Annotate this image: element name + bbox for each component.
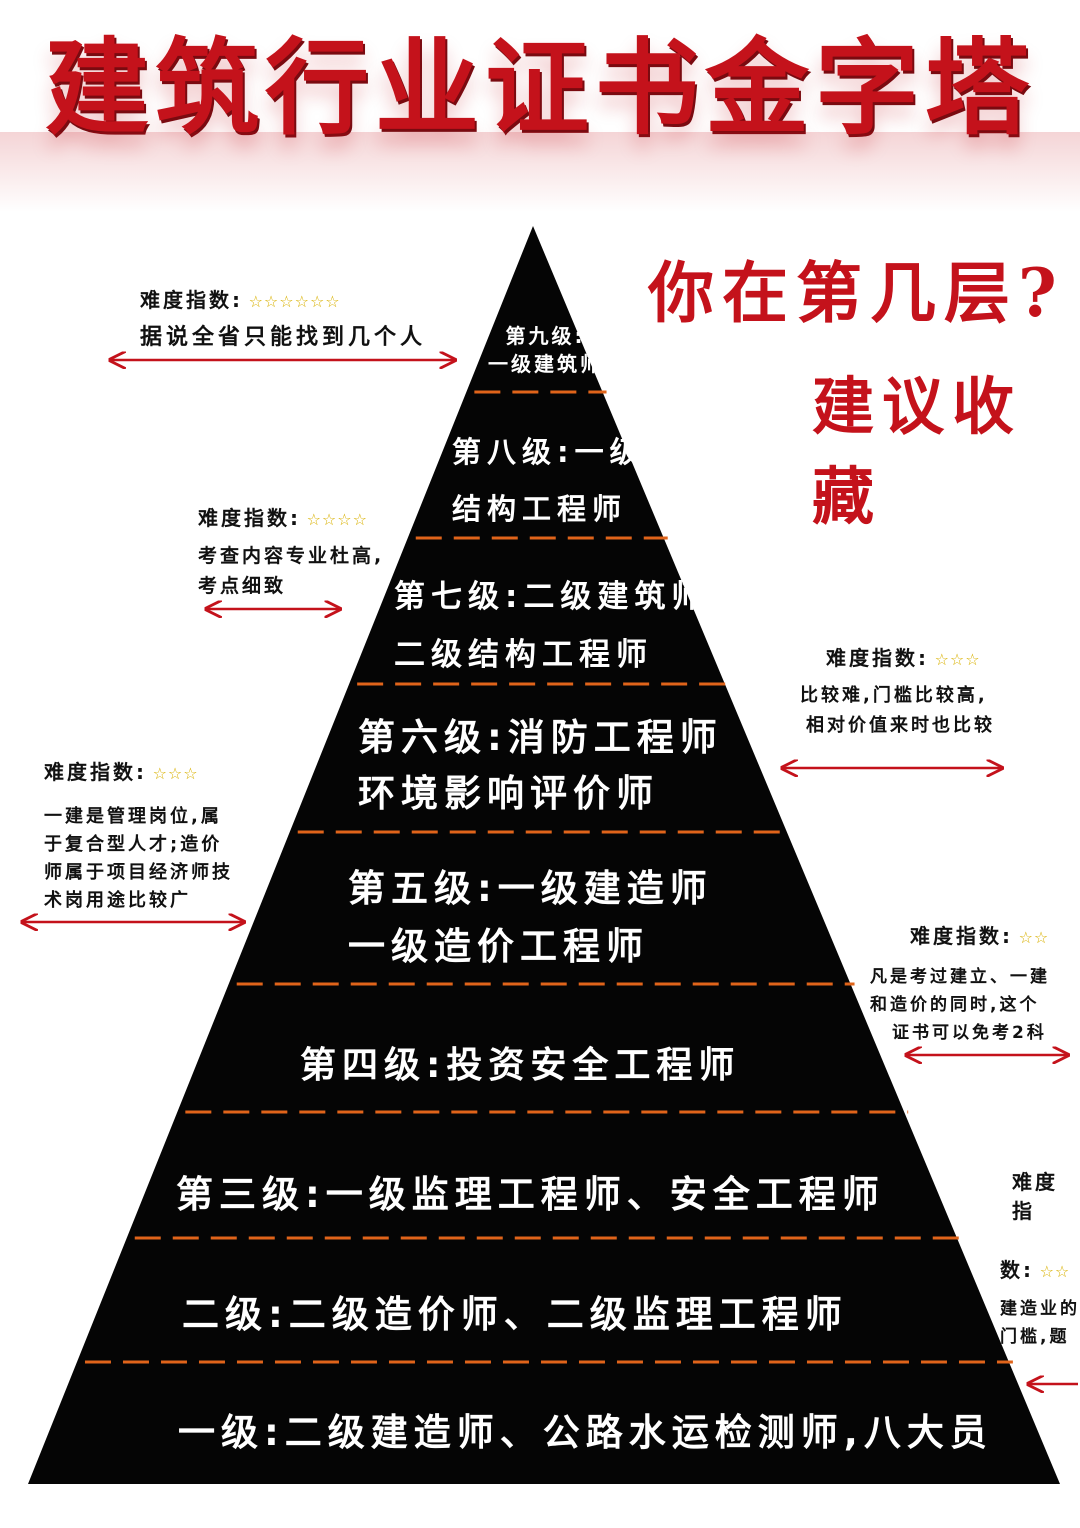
note-desc-line: 术岗用途比较广 (44, 890, 191, 911)
subtitle: 你在第几层? (648, 254, 1065, 332)
level-8-line-2: 结构工程师 (452, 492, 628, 526)
level-1-line-1: 一级:二级建造师、公路水运检测师,八大员 (178, 1411, 993, 1454)
level-5-label: 第五级:一级建造师 一级造价工程师 (348, 860, 713, 976)
level-1-label: 一级:二级建造师、公路水运检测师,八大员 (178, 1402, 993, 1456)
level-9-line-2: 一级建筑师 (488, 352, 603, 376)
level-6-label: 第六级:消防工程师 环境影响评价师 (358, 710, 723, 822)
level-7-label: 第七级:二级建筑师 二级结构工程师 (394, 568, 708, 684)
level-5-line-1: 第五级:一级建造师 (348, 867, 713, 910)
level-4-label: 第四级:投资安全工程师 (300, 1036, 740, 1088)
difficulty-label-cont: 数: (1000, 1258, 1034, 1282)
level-8-label: 第八级:一级 结构工程师 (452, 424, 645, 538)
note-desc-line: 一建是管理岗位,属 (44, 806, 222, 827)
note-desc-line: 凡是考过建立、一建 (870, 967, 1050, 987)
note-desc-line: 相对价值来时也比较 (806, 715, 995, 736)
level-2-label: 二级:二级造价师、二级监理工程师 (182, 1284, 848, 1338)
difficulty-label: 难度指 (1012, 1170, 1058, 1223)
level-9-label: 第九级: 一级建筑师 (488, 322, 603, 378)
difficulty-label: 难度指数: (140, 288, 243, 312)
difficulty-stars: ☆☆☆☆ (306, 510, 368, 529)
level-3-label: 第三级:一级监理工程师、安全工程师 (176, 1164, 885, 1218)
difficulty-label: 难度指数: (826, 646, 929, 670)
difficulty-stars: ☆☆☆ (934, 650, 981, 669)
level-6-line-1: 第六级:消防工程师 (358, 716, 723, 759)
difficulty-stars: ☆☆☆☆☆☆ (248, 292, 341, 311)
level-5-line-2: 一级造价工程师 (348, 925, 649, 968)
level-8-line-1: 第八级:一级 (452, 435, 645, 469)
note-level-7: 难度指数: ☆☆☆☆ 考查内容专业杜高, 考点细致 (198, 502, 384, 601)
title-reflection (0, 132, 1080, 212)
difficulty-stars: ☆☆ (1039, 1262, 1071, 1281)
level-9-line-1: 第九级: (505, 324, 586, 348)
difficulty-stars: ☆☆☆ (152, 764, 199, 783)
difficulty-label: 难度指数: (910, 924, 1013, 948)
note-level-6: 难度指数: ☆☆☆ 比较难,门槛比较高, 相对价值来时也比较 (800, 642, 995, 741)
level-3-line-1: 第三级:一级监理工程师、安全工程师 (176, 1173, 885, 1216)
note-level-4: 难度指数: ☆☆ 凡是考过建立、一建 和造价的同时,这个 证书可以免考2科 (870, 920, 1050, 1047)
level-4-line-1: 第四级:投资安全工程师 (300, 1045, 741, 1086)
note-desc-line: 据说全省只能找到几个人 (140, 325, 427, 350)
pyramid-shape (28, 226, 1060, 1484)
level-6-line-2: 环境影响评价师 (358, 772, 659, 815)
difficulty-label: 难度指数: (44, 760, 147, 784)
level-7-line-2: 二级结构工程师 (394, 637, 653, 673)
note-desc-line: 考点细致 (198, 575, 287, 597)
difficulty-stars: ☆☆ (1018, 928, 1050, 947)
note-desc-line: 于复合型人才;造价 (44, 834, 223, 855)
note-desc-line: 门槛,题 (1000, 1327, 1070, 1347)
note-desc-line: 比较难,门槛比较高, (800, 685, 988, 706)
note-level-5: 难度指数: ☆☆☆ 一建是管理岗位,属 于复合型人才;造价 师属于项目经济师技 … (44, 756, 233, 915)
difficulty-label: 难度指数: (198, 506, 301, 530)
note-level-9: 难度指数: ☆☆☆☆☆☆ 据说全省只能找到几个人 (140, 284, 426, 353)
page-title: 建筑行业证书金字塔 (44, 26, 1035, 149)
note-desc-line: 考查内容专业杜高, (198, 545, 385, 567)
level-2-line-1: 二级:二级造价师、二级监理工程师 (182, 1293, 848, 1336)
note-desc-line: 证书可以免考2科 (892, 1023, 1047, 1043)
note-desc-line: 师属于项目经济师技 (44, 862, 233, 883)
note-level-3: 难度指 数: ☆☆ 建造业的 门槛,题 (1000, 1166, 1080, 1351)
level-7-line-1: 第七级:二级建筑师 (394, 579, 709, 615)
note-desc-line: 和造价的同时,这个 (870, 995, 1040, 1015)
note-desc-line: 建造业的 (1000, 1299, 1080, 1319)
save-hint: 建议收藏 (812, 370, 1023, 533)
